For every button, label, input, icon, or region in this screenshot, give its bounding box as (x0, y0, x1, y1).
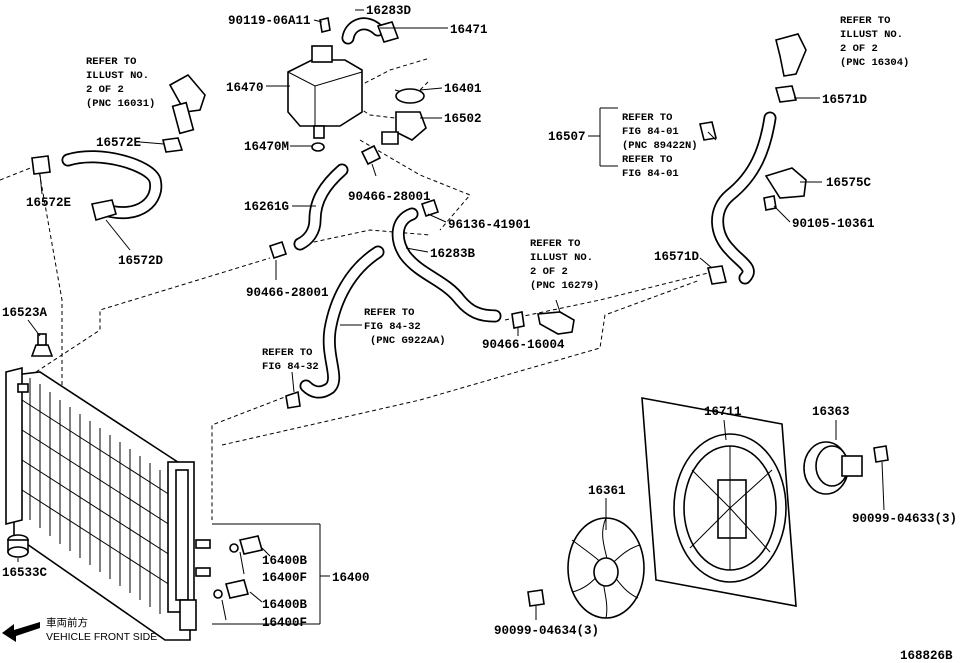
label-16470: 16470 (226, 81, 264, 95)
routing-dashed-lines (0, 57, 721, 520)
ref-pnc-G922AA: REFER TO FIG 84-32 (PNC G922AA) (340, 307, 446, 347)
ref-pnc-89422N: REFER TO FIG 84-01 (PNC 89422N) (622, 112, 698, 152)
cooling-fan (527, 517, 645, 619)
label-16283B: 16283B (430, 247, 476, 261)
drain-plugs (213, 535, 264, 599)
footer: 車両前方 VEHICLE FRONT SIDE 168826B (2, 616, 953, 663)
label-90466-28001-a: 90466-28001 (348, 190, 431, 204)
valve-16279 (537, 299, 575, 335)
ref-fig-84-01: REFER TO FIG 84-01 (622, 154, 679, 180)
label-16363: 16363 (812, 405, 850, 419)
reference-notes: REFER TO ILLUST NO. 2 OF 2 (PNC 16031) R… (86, 15, 909, 393)
fan-motor (803, 441, 889, 495)
label-16361: 16361 (588, 484, 626, 498)
reservoir-tank (287, 17, 400, 152)
label-16400F-a: 16400F (262, 571, 307, 585)
ref-line: FIG 84-01 (622, 168, 679, 180)
label-90466-16004: 90466-16004 (482, 338, 565, 352)
fan-shroud (641, 397, 797, 607)
ref-line: REFER TO (622, 112, 672, 124)
ref-line: REFER TO (622, 154, 672, 166)
label-16471: 16471 (450, 23, 488, 37)
ref-line: FIG 84-32 (262, 361, 319, 373)
ref-line: REFER TO (530, 238, 580, 250)
ref-pnc-16031: REFER TO ILLUST NO. 2 OF 2 (PNC 16031) (86, 56, 155, 110)
label-16572E-b: 16572E (26, 196, 71, 210)
ref-line: REFER TO (86, 56, 136, 68)
label-96136-41901: 96136-41901 (448, 218, 531, 232)
ref-line: (PNC 16031) (86, 98, 155, 110)
ref-line: REFER TO (262, 347, 312, 359)
label-16400F-b: 16400F (262, 616, 307, 630)
label-16571D-b: 16571D (654, 250, 700, 264)
label-16572E-a: 16572E (96, 136, 141, 150)
label-90099-04633: 90099-04633(3) (852, 512, 957, 526)
illustration-id: 168826B (900, 649, 953, 663)
ref-pnc-16279: REFER TO ILLUST NO. 2 OF 2 (PNC 16279) (530, 238, 599, 292)
label-90105-10361: 90105-10361 (792, 217, 875, 231)
ref-line: 2 OF 2 (840, 43, 878, 55)
ref-line: REFER TO (364, 307, 414, 319)
ref-fig-84-32: REFER TO FIG 84-32 (262, 347, 319, 393)
hose-16507 (699, 33, 807, 285)
part-labels: 16283D 16471 90119-06A11 16470 16401 165… (2, 4, 957, 638)
label-16711: 16711 (704, 405, 742, 419)
ref-line: 2 OF 2 (530, 266, 568, 278)
vehicle-front-jp: 車両前方 (46, 616, 88, 629)
radiator-hose-16572D (31, 73, 206, 222)
ref-line: ILLUST NO. (530, 252, 593, 264)
label-16261G: 16261G (244, 200, 289, 214)
label-16507: 16507 (548, 130, 586, 144)
radiator-assembly (5, 333, 211, 641)
label-90099-04634: 90099-04634(3) (494, 624, 599, 638)
label-16283D: 16283D (366, 4, 412, 18)
reservoir-cap (381, 88, 427, 145)
label-16572D: 16572D (118, 254, 164, 268)
label-16400B-a: 16400B (262, 554, 308, 568)
label-16401: 16401 (444, 82, 482, 96)
label-16575C: 16575C (826, 176, 872, 190)
ref-line: ILLUST NO. (86, 70, 149, 82)
ref-line: 2 OF 2 (86, 84, 124, 96)
label-16523A: 16523A (2, 306, 48, 320)
ref-pnc-16304: REFER TO ILLUST NO. 2 OF 2 (PNC 16304) (840, 15, 909, 69)
label-16400B-b: 16400B (262, 598, 308, 612)
label-16400: 16400 (332, 571, 370, 585)
vehicle-front-en: VEHICLE FRONT SIDE (46, 631, 157, 643)
label-16502: 16502 (444, 112, 482, 126)
label-16571D-a: 16571D (822, 93, 868, 107)
ref-line: REFER TO (840, 15, 890, 27)
label-90466-28001-b: 90466-28001 (246, 286, 329, 300)
ref-line: FIG 84-01 (622, 126, 679, 138)
leader-lines (17, 9, 885, 625)
ref-line: (PNC 16279) (530, 280, 599, 292)
hose-fig-84-32 (285, 245, 385, 409)
ref-line: FIG 84-32 (364, 321, 421, 333)
ref-line: (PNC 16304) (840, 57, 909, 69)
hose-16283B (391, 198, 525, 329)
label-16533C: 16533C (2, 566, 48, 580)
ref-line: ILLUST NO. (840, 29, 903, 41)
label-90119-06A11: 90119-06A11 (228, 14, 311, 28)
vehicle-front-arrow-icon (2, 622, 40, 642)
ref-line: (PNC 89422N) (622, 140, 698, 152)
label-16470M: 16470M (244, 140, 289, 154)
ref-line: (PNC G922AA) (370, 335, 446, 347)
hose-16261G (268, 144, 382, 260)
